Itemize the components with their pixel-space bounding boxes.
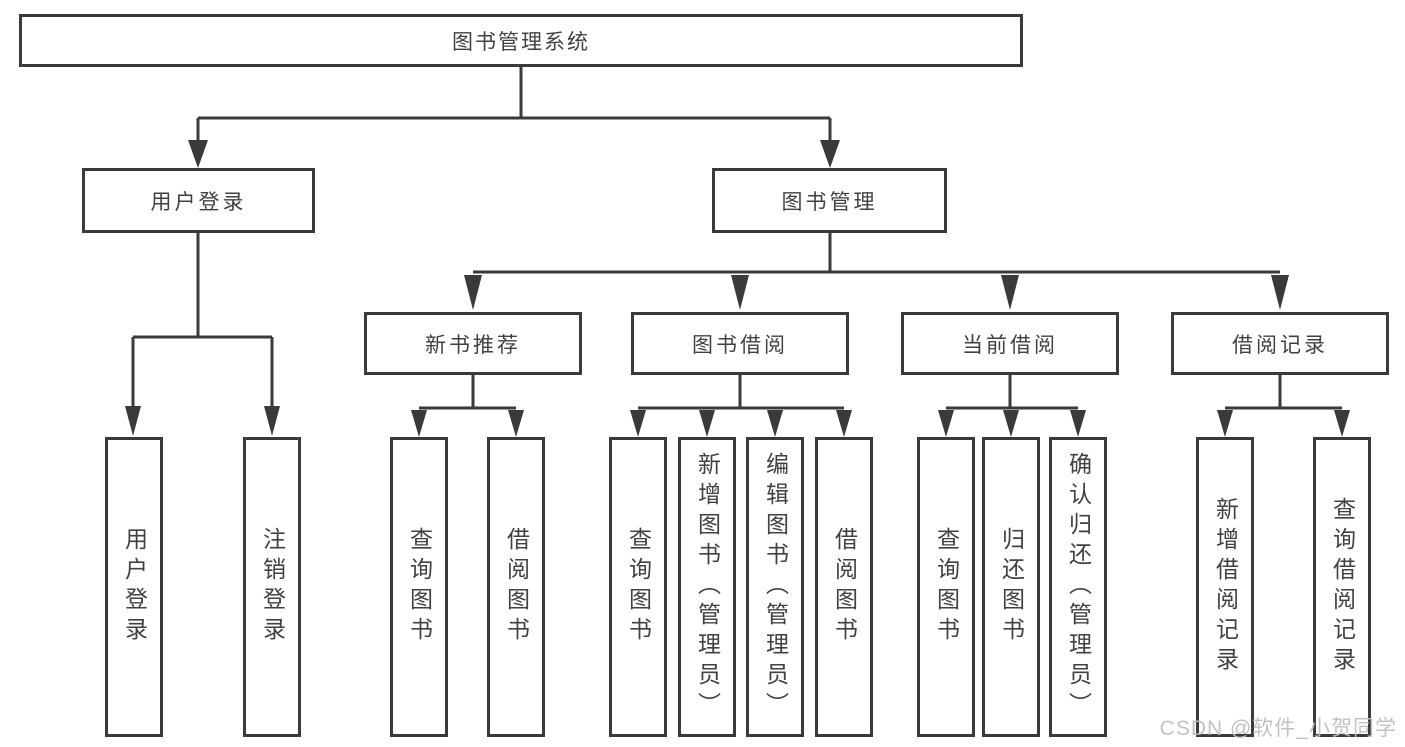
node-borrowing-records: 借阅记录 (1171, 312, 1389, 375)
leaf-borrowing-query-books-label: 查询图书 (625, 527, 652, 647)
leaf-borrowing-borrow-books: 借阅图书 (815, 437, 873, 737)
connector-book-management-children (464, 233, 1289, 310)
leaf-newbooks-borrow-books: 借阅图书 (487, 437, 545, 737)
leaf-records-add-borrow-record-label: 新增借阅记录 (1212, 497, 1239, 677)
leaf-borrowing-add-books-admin-label: 新增图书（管理员） (694, 452, 721, 722)
leaf-user-login-label: 用户登录 (121, 527, 148, 647)
leaf-current-return-books-label: 归还图书 (998, 527, 1025, 647)
leaf-newbooks-borrow-books-label: 借阅图书 (503, 527, 530, 647)
node-library-management-system: 图书管理系统 (19, 14, 1023, 67)
leaf-borrowing-query-books: 查询图书 (609, 437, 667, 737)
leaf-borrowing-edit-books-admin: 编辑图书（管理员） (746, 437, 804, 737)
leaf-logout: 注销登录 (243, 437, 301, 737)
node-user-login: 用户登录 (82, 168, 315, 233)
leaf-current-confirm-return-admin: 确认归还（管理员） (1049, 437, 1107, 737)
leaf-current-query-books-label: 查询图书 (933, 527, 960, 647)
leaf-borrowing-borrow-books-label: 借阅图书 (831, 527, 858, 647)
connector-user-login-children (125, 233, 280, 436)
node-book-management: 图书管理 (712, 168, 947, 233)
connector-book-borrow-children (630, 375, 852, 437)
leaf-current-query-books: 查询图书 (917, 437, 975, 737)
csdn-watermark: CSDN @软件_小贺同学 (1159, 717, 1397, 740)
node-new-book-recommendation: 新书推荐 (364, 312, 582, 375)
node-book-borrowing: 图书借阅 (631, 312, 849, 375)
leaf-records-query-borrow-record-label: 查询借阅记录 (1329, 497, 1356, 677)
leaf-current-confirm-return-admin-label: 确认归还（管理员） (1065, 452, 1092, 722)
leaf-records-query-borrow-record: 查询借阅记录 (1313, 437, 1371, 737)
connector-root-to-level2 (188, 67, 840, 168)
leaf-current-return-books: 归还图书 (982, 437, 1040, 737)
leaf-newbooks-query-books: 查询图书 (390, 437, 448, 737)
leaf-logout-label: 注销登录 (259, 527, 286, 647)
leaf-user-login: 用户登录 (105, 437, 163, 737)
connector-records-children (1217, 375, 1350, 437)
leaf-borrowing-add-books-admin: 新增图书（管理员） (678, 437, 736, 737)
connector-current-borrow-children (938, 375, 1086, 437)
leaf-newbooks-query-books-label: 查询图书 (406, 527, 433, 647)
leaf-records-add-borrow-record: 新增借阅记录 (1196, 437, 1254, 737)
connector-new-book-children (411, 375, 524, 437)
node-current-borrowing: 当前借阅 (901, 312, 1119, 375)
leaf-borrowing-edit-books-admin-label: 编辑图书（管理员） (762, 452, 789, 722)
